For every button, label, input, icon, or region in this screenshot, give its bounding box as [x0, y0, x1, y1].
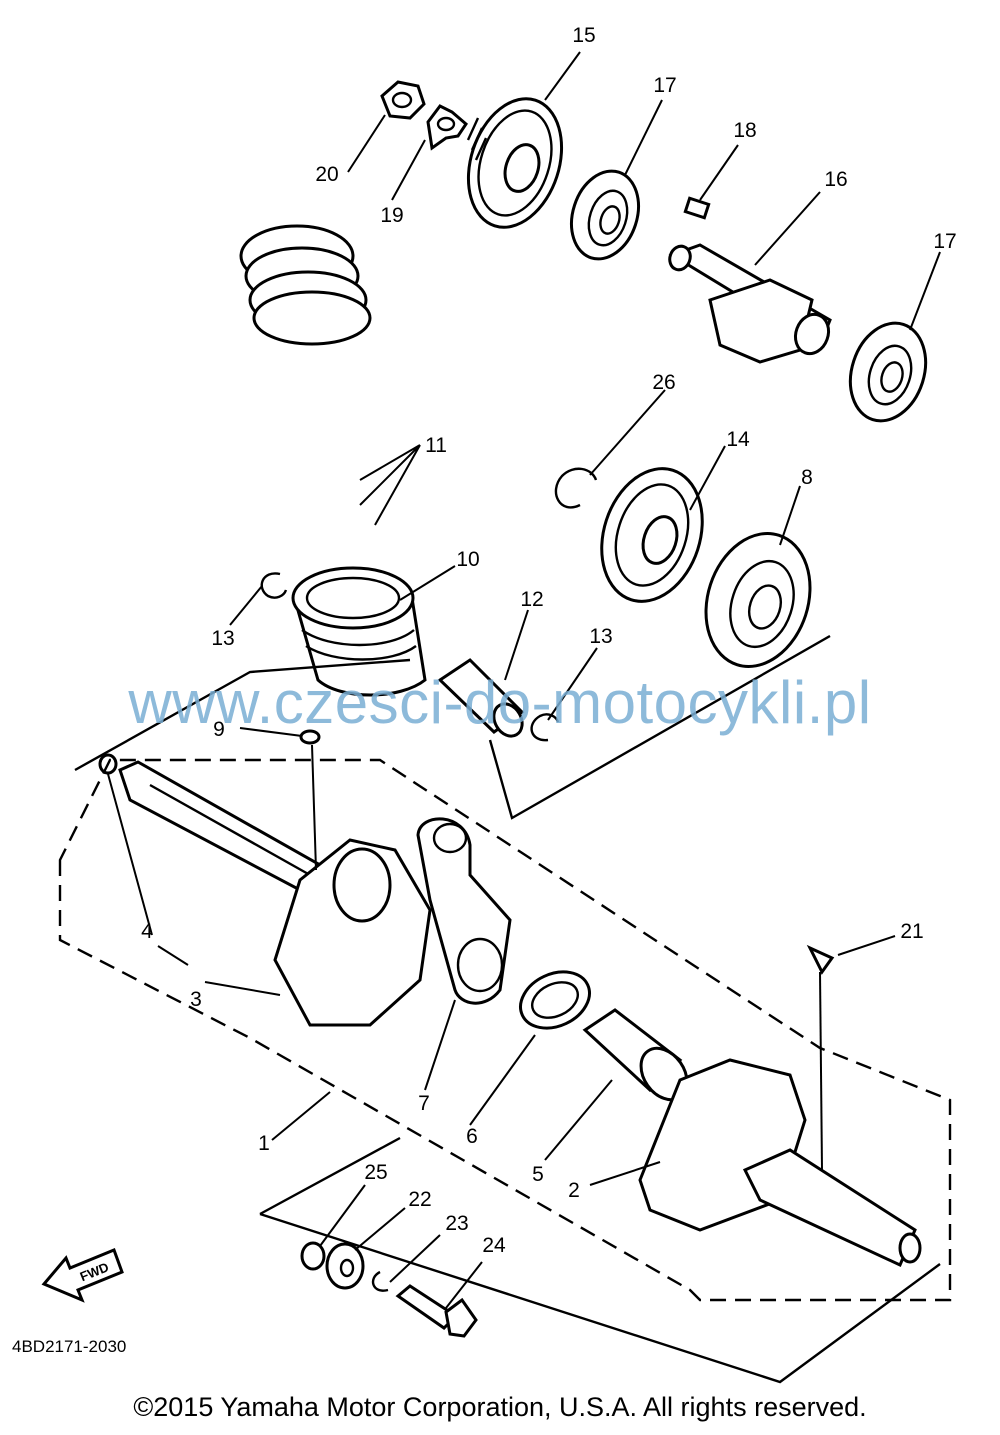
- leader-lines: [107, 51, 941, 1309]
- part-10-piston: [291, 566, 427, 697]
- callout-3: 3: [190, 988, 202, 1011]
- part-26-circlip: [554, 467, 598, 509]
- callout-14: 14: [726, 428, 750, 451]
- callout-17-upper: 17: [653, 74, 676, 97]
- part-13-circlip-right: [530, 713, 560, 742]
- callout-10: 10: [456, 548, 479, 571]
- part-16-balancer-shaft: [668, 243, 832, 364]
- part-22-plate: [325, 1242, 365, 1290]
- part-8-bearing: [704, 532, 812, 668]
- part-6-needle-bearing: [519, 970, 591, 1030]
- part-24-bolt: [395, 1284, 478, 1338]
- part-14-drive-gear: [600, 467, 704, 603]
- callout-5: 5: [532, 1163, 544, 1186]
- part-12-piston-pin: [437, 658, 525, 738]
- part-2-crank-right: [638, 1058, 922, 1268]
- callout-26: 26: [652, 371, 675, 394]
- part-15-balancer-drive-gear: [466, 97, 564, 229]
- part-9-key: [299, 729, 321, 745]
- part-11-piston-ring-set: [239, 224, 372, 346]
- callout-19: 19: [380, 204, 403, 227]
- fwd-arrow: FWD: [41, 1248, 124, 1303]
- callout-4: 4: [141, 920, 153, 943]
- part-21-key: [806, 944, 835, 975]
- callout-13-right: 13: [589, 625, 612, 648]
- frame-crankshaft-assembly: [58, 758, 952, 1302]
- callout-9: 9: [213, 718, 225, 741]
- callout-21: 21: [900, 920, 923, 943]
- callout-18: 18: [733, 119, 756, 142]
- part-7-connecting-rod: [416, 817, 512, 1005]
- callout-7: 7: [418, 1092, 430, 1115]
- callout-2: 2: [568, 1179, 580, 1202]
- frame-hardware-group: [259, 1136, 941, 1384]
- part-17-bearing-upper: [570, 169, 640, 261]
- callout-8: 8: [801, 466, 813, 489]
- part-19-lock-washer: [426, 104, 468, 151]
- callout-15: 15: [572, 24, 595, 47]
- callout-1: 1: [258, 1132, 270, 1155]
- callout-11: 11: [425, 434, 447, 457]
- part-18-key: [683, 196, 711, 220]
- frame-piston-group: [74, 634, 831, 820]
- watermark-url: www.czesci-do-motocykli.pl: [128, 669, 872, 736]
- copyright-notice: ©2015 Yamaha Motor Corporation, U.S.A. A…: [133, 1392, 867, 1422]
- callout-17-lower: 17: [933, 230, 956, 253]
- part-3-crank-left: [118, 760, 432, 1027]
- callout-23: 23: [445, 1212, 468, 1235]
- part-17-bearing-lower: [848, 321, 928, 423]
- part-25-o-ring: [300, 1241, 326, 1271]
- part-catalog-code: 4BD2171-2030: [12, 1337, 126, 1356]
- part-13-circlip-left: [260, 572, 288, 599]
- part-20-nut: [380, 80, 426, 120]
- callout-labels: 15 17 18 16 17 20 19 11 26 14 8 10 12 13…: [141, 24, 957, 1257]
- callout-6: 6: [466, 1125, 478, 1148]
- callout-13-left: 13: [211, 627, 234, 650]
- part-23-circlip: [371, 1270, 389, 1292]
- callout-22: 22: [408, 1188, 431, 1211]
- callout-24: 24: [482, 1234, 506, 1257]
- callout-12: 12: [520, 588, 543, 611]
- callout-16: 16: [824, 168, 847, 191]
- callout-25: 25: [364, 1161, 387, 1184]
- callout-20: 20: [315, 163, 338, 186]
